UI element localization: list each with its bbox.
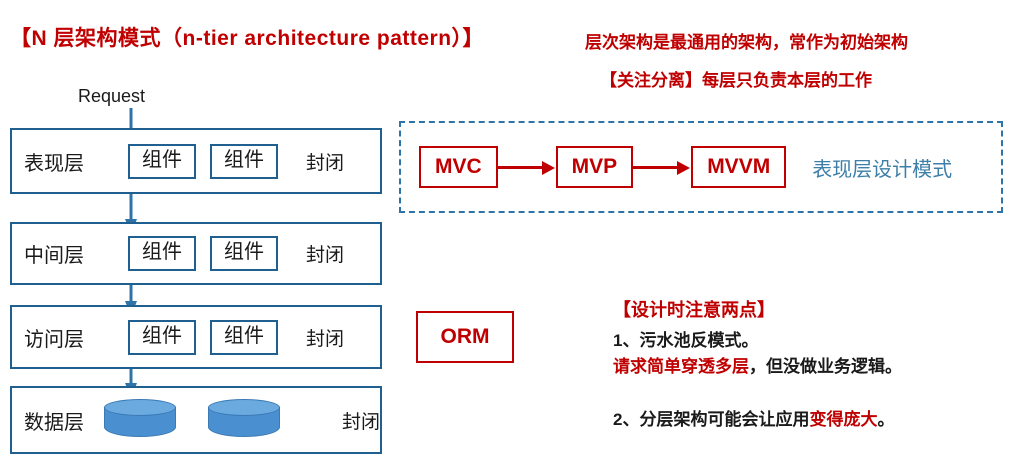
page-title: 【N 层架构模式（n-tier architecture pattern）】: [10, 27, 485, 50]
layer-closed-label: 封闭: [306, 245, 345, 266]
layer-name: 表现层: [24, 152, 84, 175]
database-cylinder-icon: [103, 399, 176, 441]
component-box[interactable]: 组件: [128, 319, 196, 355]
component-box[interactable]: 组件: [128, 143, 196, 179]
arrow-right-icon: [497, 160, 556, 175]
cylinder-top: [207, 399, 280, 416]
design-note-item-2-suffix: 。: [877, 410, 895, 429]
design-note-item-1-line-2: 请求简单穿透多层，但没做业务逻辑。: [613, 354, 902, 380]
arrow-shaft: [497, 166, 544, 169]
layer-row-database[interactable]: 数据层 封闭: [10, 386, 382, 454]
layer-closed-label: 封闭: [306, 152, 345, 174]
presentation-pattern-panel: MVC MVP MVVM 表现层设计模式: [399, 121, 1003, 213]
arrow-right-icon: [633, 160, 691, 175]
layer-name: 数据层: [24, 411, 84, 434]
layer-closed-label: 封闭: [341, 411, 380, 433]
database-cylinder-icon: [207, 399, 280, 441]
layer-contents: 组件 组件 封闭: [120, 236, 380, 271]
design-note-item-2-highlight: 变得庞大: [809, 410, 878, 429]
pattern-panel-label: 表现层设计模式: [812, 158, 953, 181]
layer-row-business[interactable]: 中间层 组件 组件 封闭: [10, 222, 382, 285]
design-note-item-1-rest: ，但没做业务逻辑。: [749, 357, 902, 377]
layer-row-persistence[interactable]: 访问层 组件 组件 封闭: [10, 305, 382, 369]
design-notes-title: 【设计时注意两点】: [613, 300, 775, 320]
design-note-item-1-line-1: 1、污水池反模式。: [613, 331, 759, 350]
layer-contents: 组件 组件 封闭: [120, 143, 380, 179]
layer-contents: 组件 组件 封闭: [120, 319, 380, 355]
design-note-item-2: 2、分层架构可能会让应用变得庞大。: [613, 405, 894, 430]
component-box[interactable]: 组件: [210, 236, 278, 271]
pattern-box-mvp[interactable]: MVP: [555, 146, 634, 188]
design-note-item-1: 1、污水池反模式。 请求简单穿透多层，但没做业务逻辑。: [613, 328, 902, 381]
design-note-item-2-prefix: 2、分层架构可能会让应用: [613, 410, 810, 429]
layer-closed-label: 封闭: [306, 328, 345, 350]
header-note-line-2: 【关注分离】每层只负责本层的工作: [600, 71, 872, 90]
pattern-box-mvc[interactable]: MVC: [419, 146, 498, 188]
request-label: Request: [78, 86, 146, 106]
pattern-box-mvvm[interactable]: MVVM: [691, 146, 787, 188]
layer-row-presentation[interactable]: 表现层 组件 组件 封闭: [10, 128, 382, 194]
arrow-head: [541, 160, 555, 175]
layer-contents: 封闭: [96, 399, 380, 441]
cylinder-top: [103, 399, 176, 416]
component-box[interactable]: 组件: [210, 143, 278, 179]
arrow-shaft: [633, 166, 680, 169]
layer-name: 中间层: [24, 245, 84, 267]
arrow-head: [677, 160, 691, 175]
component-box[interactable]: 组件: [128, 236, 196, 271]
layer-name: 访问层: [24, 328, 84, 351]
component-box[interactable]: 组件: [210, 319, 278, 355]
orm-box[interactable]: ORM: [416, 311, 514, 363]
header-note-line-1: 层次架构是最通用的架构，常作为初始架构: [585, 33, 908, 52]
design-note-item-1-highlight: 请求简单穿透多层: [613, 357, 749, 377]
